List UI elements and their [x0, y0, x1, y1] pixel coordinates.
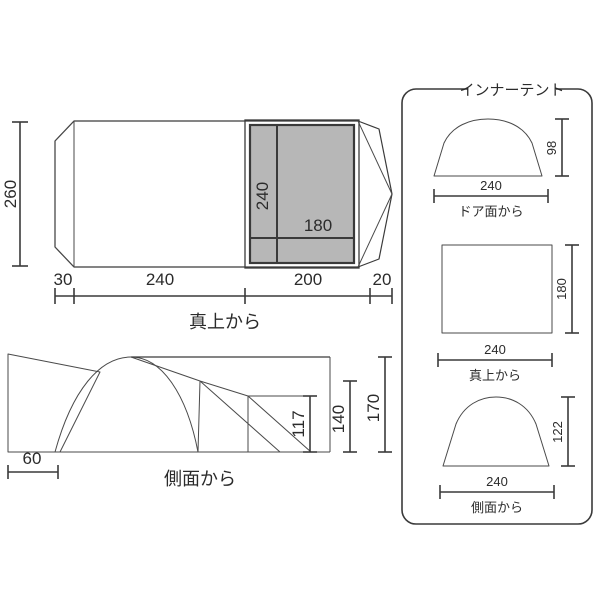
inner-side-width-label: 240	[486, 474, 508, 489]
inner-tent-top-shape	[441, 244, 553, 334]
inner-tent-top-view: 180 240 真上から	[437, 244, 579, 383]
inner-tent-panel: インナーテント 98 240 ドア面から	[401, 82, 593, 525]
side-view-width-label-60: 60	[23, 449, 42, 468]
side-view-dome	[54, 356, 199, 453]
inner-door-width-label: 240	[480, 178, 502, 193]
side-view-height-label-140: 140	[329, 405, 348, 433]
inner-side-height-label: 122	[550, 421, 565, 443]
side-view-dimension-117	[303, 395, 317, 453]
inner-vertical-dimension-label: 240	[253, 182, 272, 210]
side-view-caption: 側面から	[164, 469, 236, 489]
inner-door-caption: ドア面から	[458, 204, 523, 219]
inner-tent-panel-border	[401, 88, 593, 525]
side-view-rear-panels	[130, 356, 312, 453]
inner-top-width-label: 240	[484, 342, 506, 357]
inner-tent-frame	[244, 119, 360, 269]
side-view-height-label-170: 170	[364, 394, 383, 422]
top-view-height-dimension	[12, 121, 28, 267]
inner-tent-door-view: 98 240 ドア面から	[433, 118, 569, 219]
top-view-height-label: 260	[1, 180, 20, 208]
top-view-segment-label-200: 200	[294, 270, 322, 289]
inner-tent-door-shape	[433, 118, 543, 177]
top-view-group: 240 180 260 30 240 200 20 真上から	[1, 119, 393, 332]
inner-horizontal-dimension-label: 180	[304, 216, 332, 235]
top-view-segment-label-240: 240	[146, 270, 174, 289]
inner-door-height-label: 98	[544, 141, 559, 155]
inner-tent-area	[248, 123, 356, 265]
top-view-segment-label-30: 30	[54, 270, 73, 289]
rear-point-outline	[357, 120, 393, 268]
top-view-caption: 真上から	[189, 312, 261, 332]
top-view-segment-label-20: 20	[373, 270, 392, 289]
inner-side-caption: 側面から	[471, 500, 523, 515]
inner-top-height-label: 180	[554, 278, 569, 300]
side-view-dimension-140	[343, 380, 357, 453]
inner-top-caption: 真上から	[469, 368, 521, 383]
nose-panel-outline	[54, 120, 75, 268]
side-view-dimension-60	[7, 465, 59, 479]
top-view-length-dimension	[54, 288, 393, 304]
side-view-group: 117 140 170 60 側面から	[7, 353, 392, 489]
side-view-awning	[7, 353, 101, 453]
inner-tent-panel-title: インナーテント	[459, 82, 564, 99]
side-view-height-label-117: 117	[289, 410, 308, 437]
inner-tent-side-view: 122 240 側面から	[439, 396, 575, 515]
inner-tent-side-shape	[442, 396, 550, 467]
side-view-dimension-170	[378, 356, 392, 453]
